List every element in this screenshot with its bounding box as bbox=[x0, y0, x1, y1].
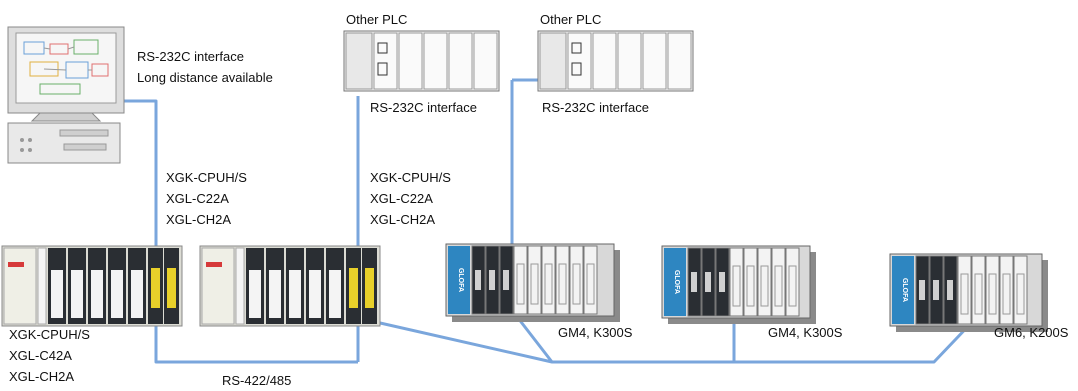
cable-line bbox=[124, 99, 358, 364]
xgk-plc-icon bbox=[1, 245, 183, 327]
cable-line bbox=[732, 316, 978, 364]
xgk-group-2-line-1: XGK-CPUH/S bbox=[370, 170, 451, 185]
xgk-group-3-line-2: XGL-C42A bbox=[9, 348, 72, 363]
rs232-label-2: RS-232C interface bbox=[542, 100, 649, 115]
gm6-label: GM6, K200S bbox=[994, 325, 1069, 340]
rs232-label-1: RS-232C interface bbox=[370, 100, 477, 115]
glofa-brand-text: GLOFA bbox=[457, 268, 464, 292]
xgk-group-1-line-1: XGK-CPUH/S bbox=[166, 170, 247, 185]
cable-line bbox=[516, 317, 554, 363]
pc-workstation-icon bbox=[7, 26, 125, 164]
bus-label: RS-422/485 bbox=[222, 373, 292, 388]
other-plc-title-2: Other PLC bbox=[540, 12, 602, 27]
pc-note-line-2: Long distance available bbox=[137, 70, 273, 85]
glofa-plc-icon: GLOFA bbox=[445, 243, 620, 322]
other-plc-icon bbox=[343, 30, 500, 92]
glofa-brand-text: GLOFA bbox=[901, 278, 908, 302]
gm4-label-1: GM4, K300S bbox=[558, 325, 633, 340]
glofa-plc-icon: GLOFA bbox=[661, 245, 816, 324]
glofa-brand-text: GLOFA bbox=[673, 270, 680, 294]
gm4-label-2: GM4, K300S bbox=[768, 325, 843, 340]
xgk-group-3-line-1: XGK-CPUH/S bbox=[9, 327, 90, 342]
xgk-group-2-line-3: XGL-CH2A bbox=[370, 212, 436, 227]
xgk-plc-icon bbox=[199, 245, 381, 327]
glofa-plc-icon: GLOFA bbox=[889, 253, 1048, 332]
xgk-group-1-line-2: XGL-C22A bbox=[166, 191, 229, 206]
xgk-group-1-line-3: XGL-CH2A bbox=[166, 212, 232, 227]
xgk-group-3-line-3: XGL-CH2A bbox=[9, 369, 75, 384]
other-plc-title-1: Other PLC bbox=[346, 12, 408, 27]
other-plc-icon bbox=[537, 30, 694, 92]
pc-note-line-1: RS-232C interface bbox=[137, 49, 244, 64]
xgk-group-2-line-2: XGL-C22A bbox=[370, 191, 433, 206]
